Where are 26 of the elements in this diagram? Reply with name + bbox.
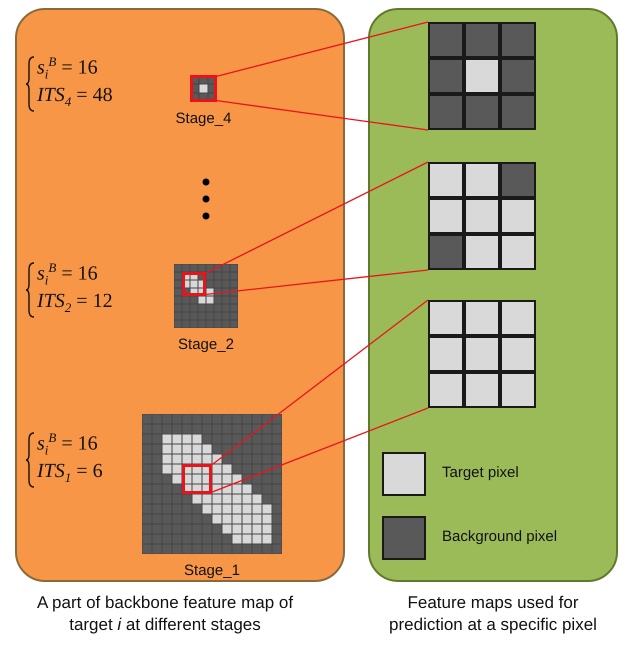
pixel-grid-drawing (428, 300, 536, 408)
formula: ITS$_{1}$ = 6 (37, 460, 103, 486)
formula: ITS$_{2}$ = 12 (37, 290, 113, 316)
formula: s$_{i}$$^{B}$ = 16 (37, 54, 98, 83)
stage-label: Stage_1 (183, 562, 241, 579)
legend-label: Target pixel (442, 464, 519, 481)
zoom-line (210, 407, 428, 494)
prediction-panel (368, 8, 618, 582)
stage-label: Stage_4 (174, 110, 232, 127)
feature-map-panel (15, 8, 345, 582)
formula: ITS$_{4}$ = 48 (37, 84, 113, 110)
zoom-line (216, 100, 428, 131)
pixel-grid-drawing (428, 22, 536, 130)
formula: s$_{i}$$^{B}$ = 16 (37, 260, 98, 289)
feature-map-drawing (190, 75, 217, 102)
pixel-grid-drawing (428, 162, 536, 270)
zoom-line (204, 269, 428, 296)
legend-label: Background pixel (442, 528, 558, 545)
panel-caption: Feature maps used for prediction at a specific pixel (388, 592, 598, 636)
zoom-line (216, 21, 428, 78)
panel-caption: A part of backbone feature map of target i at different stages (36, 592, 294, 636)
formula: s$_{i}$$^{B}$ = 16 (37, 430, 98, 459)
zoom-line (204, 161, 428, 274)
feature-map-drawing (142, 414, 282, 554)
stage-label: Stage_2 (177, 336, 235, 353)
feature-map-drawing (174, 264, 238, 328)
